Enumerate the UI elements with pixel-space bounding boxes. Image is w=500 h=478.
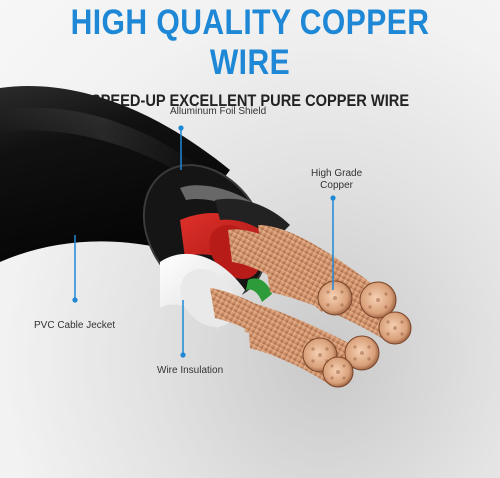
label-pvc-jacket: PVC Cable Jecket	[34, 320, 116, 331]
pvc-jacket-sheen	[0, 107, 205, 182]
label-wire-insulation: Wire Insulation	[157, 365, 224, 376]
copper-strand-ends	[302, 280, 412, 388]
callout-jacket-line	[72, 235, 78, 303]
callout-copper-line	[330, 195, 336, 290]
green-insulation	[246, 278, 272, 302]
label-high-grade-copper: High Grade Copper	[311, 168, 362, 192]
jacket-rim	[142, 164, 268, 300]
label-copper-line2: Copper	[320, 180, 353, 191]
page-title: HIGH QUALITY COPPER WIRE	[70, 3, 430, 82]
callout-foil-line	[178, 125, 184, 170]
header: HIGH QUALITY COPPER WIRE SPEED-UP EXCELL…	[0, 0, 500, 111]
label-copper-line1: High Grade	[311, 168, 363, 179]
callout-insulation-line	[180, 300, 186, 358]
foil-shield	[180, 185, 262, 222]
label-foil-shield: Alluminum Foil Shield	[170, 106, 267, 117]
copper-strand-texture	[311, 290, 404, 380]
page-subtitle: SPEED-UP EXCELLENT PURE COPPER WIRE	[90, 91, 410, 110]
